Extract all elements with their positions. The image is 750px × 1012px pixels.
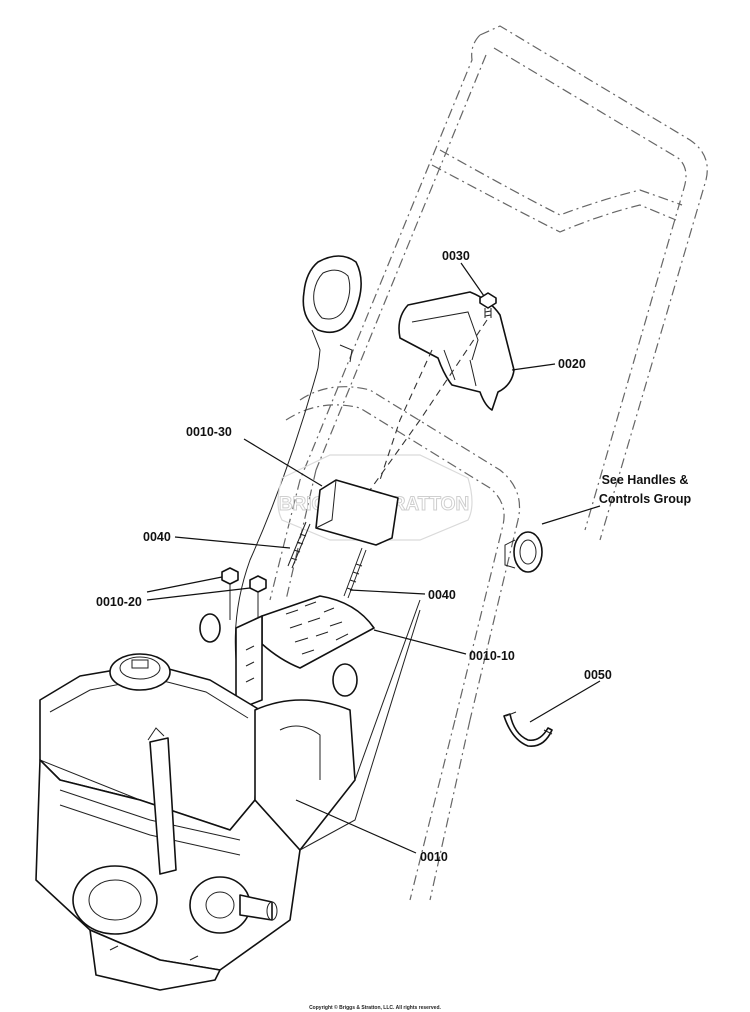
callout-0030: 0030 <box>442 249 470 263</box>
handle-assembly-phantom <box>234 25 708 901</box>
cover-part-0020 <box>398 291 515 411</box>
clip-part-0050 <box>503 711 553 747</box>
leader-lines <box>146 262 601 854</box>
callout-0040-right: 0040 <box>428 588 456 602</box>
callout-0010-20: 0010-20 <box>96 595 142 609</box>
callout-0020: 0020 <box>558 357 586 371</box>
screw-part-0030 <box>479 292 497 318</box>
callout-0040-left: 0040 <box>143 530 171 544</box>
callout-0010-10: 0010-10 <box>469 649 515 663</box>
bracket-part-0010-10 <box>235 595 375 711</box>
bolt-part-0040-left <box>287 521 311 569</box>
callout-0050: 0050 <box>584 668 612 682</box>
callout-0010-30: 0010-30 <box>186 425 232 439</box>
plate-part-0010-30 <box>315 479 399 546</box>
nuts-part-0010-20 <box>221 567 267 630</box>
engine-part-0010 <box>35 599 421 991</box>
callout-see-handles-line1: See Handles & <box>602 473 689 487</box>
copyright-notice: Copyright © Briggs & Stratton, LLC. All … <box>309 1004 441 1011</box>
callout-0010: 0010 <box>420 850 448 864</box>
callout-see-handles-line2: Controls Group <box>599 492 692 506</box>
